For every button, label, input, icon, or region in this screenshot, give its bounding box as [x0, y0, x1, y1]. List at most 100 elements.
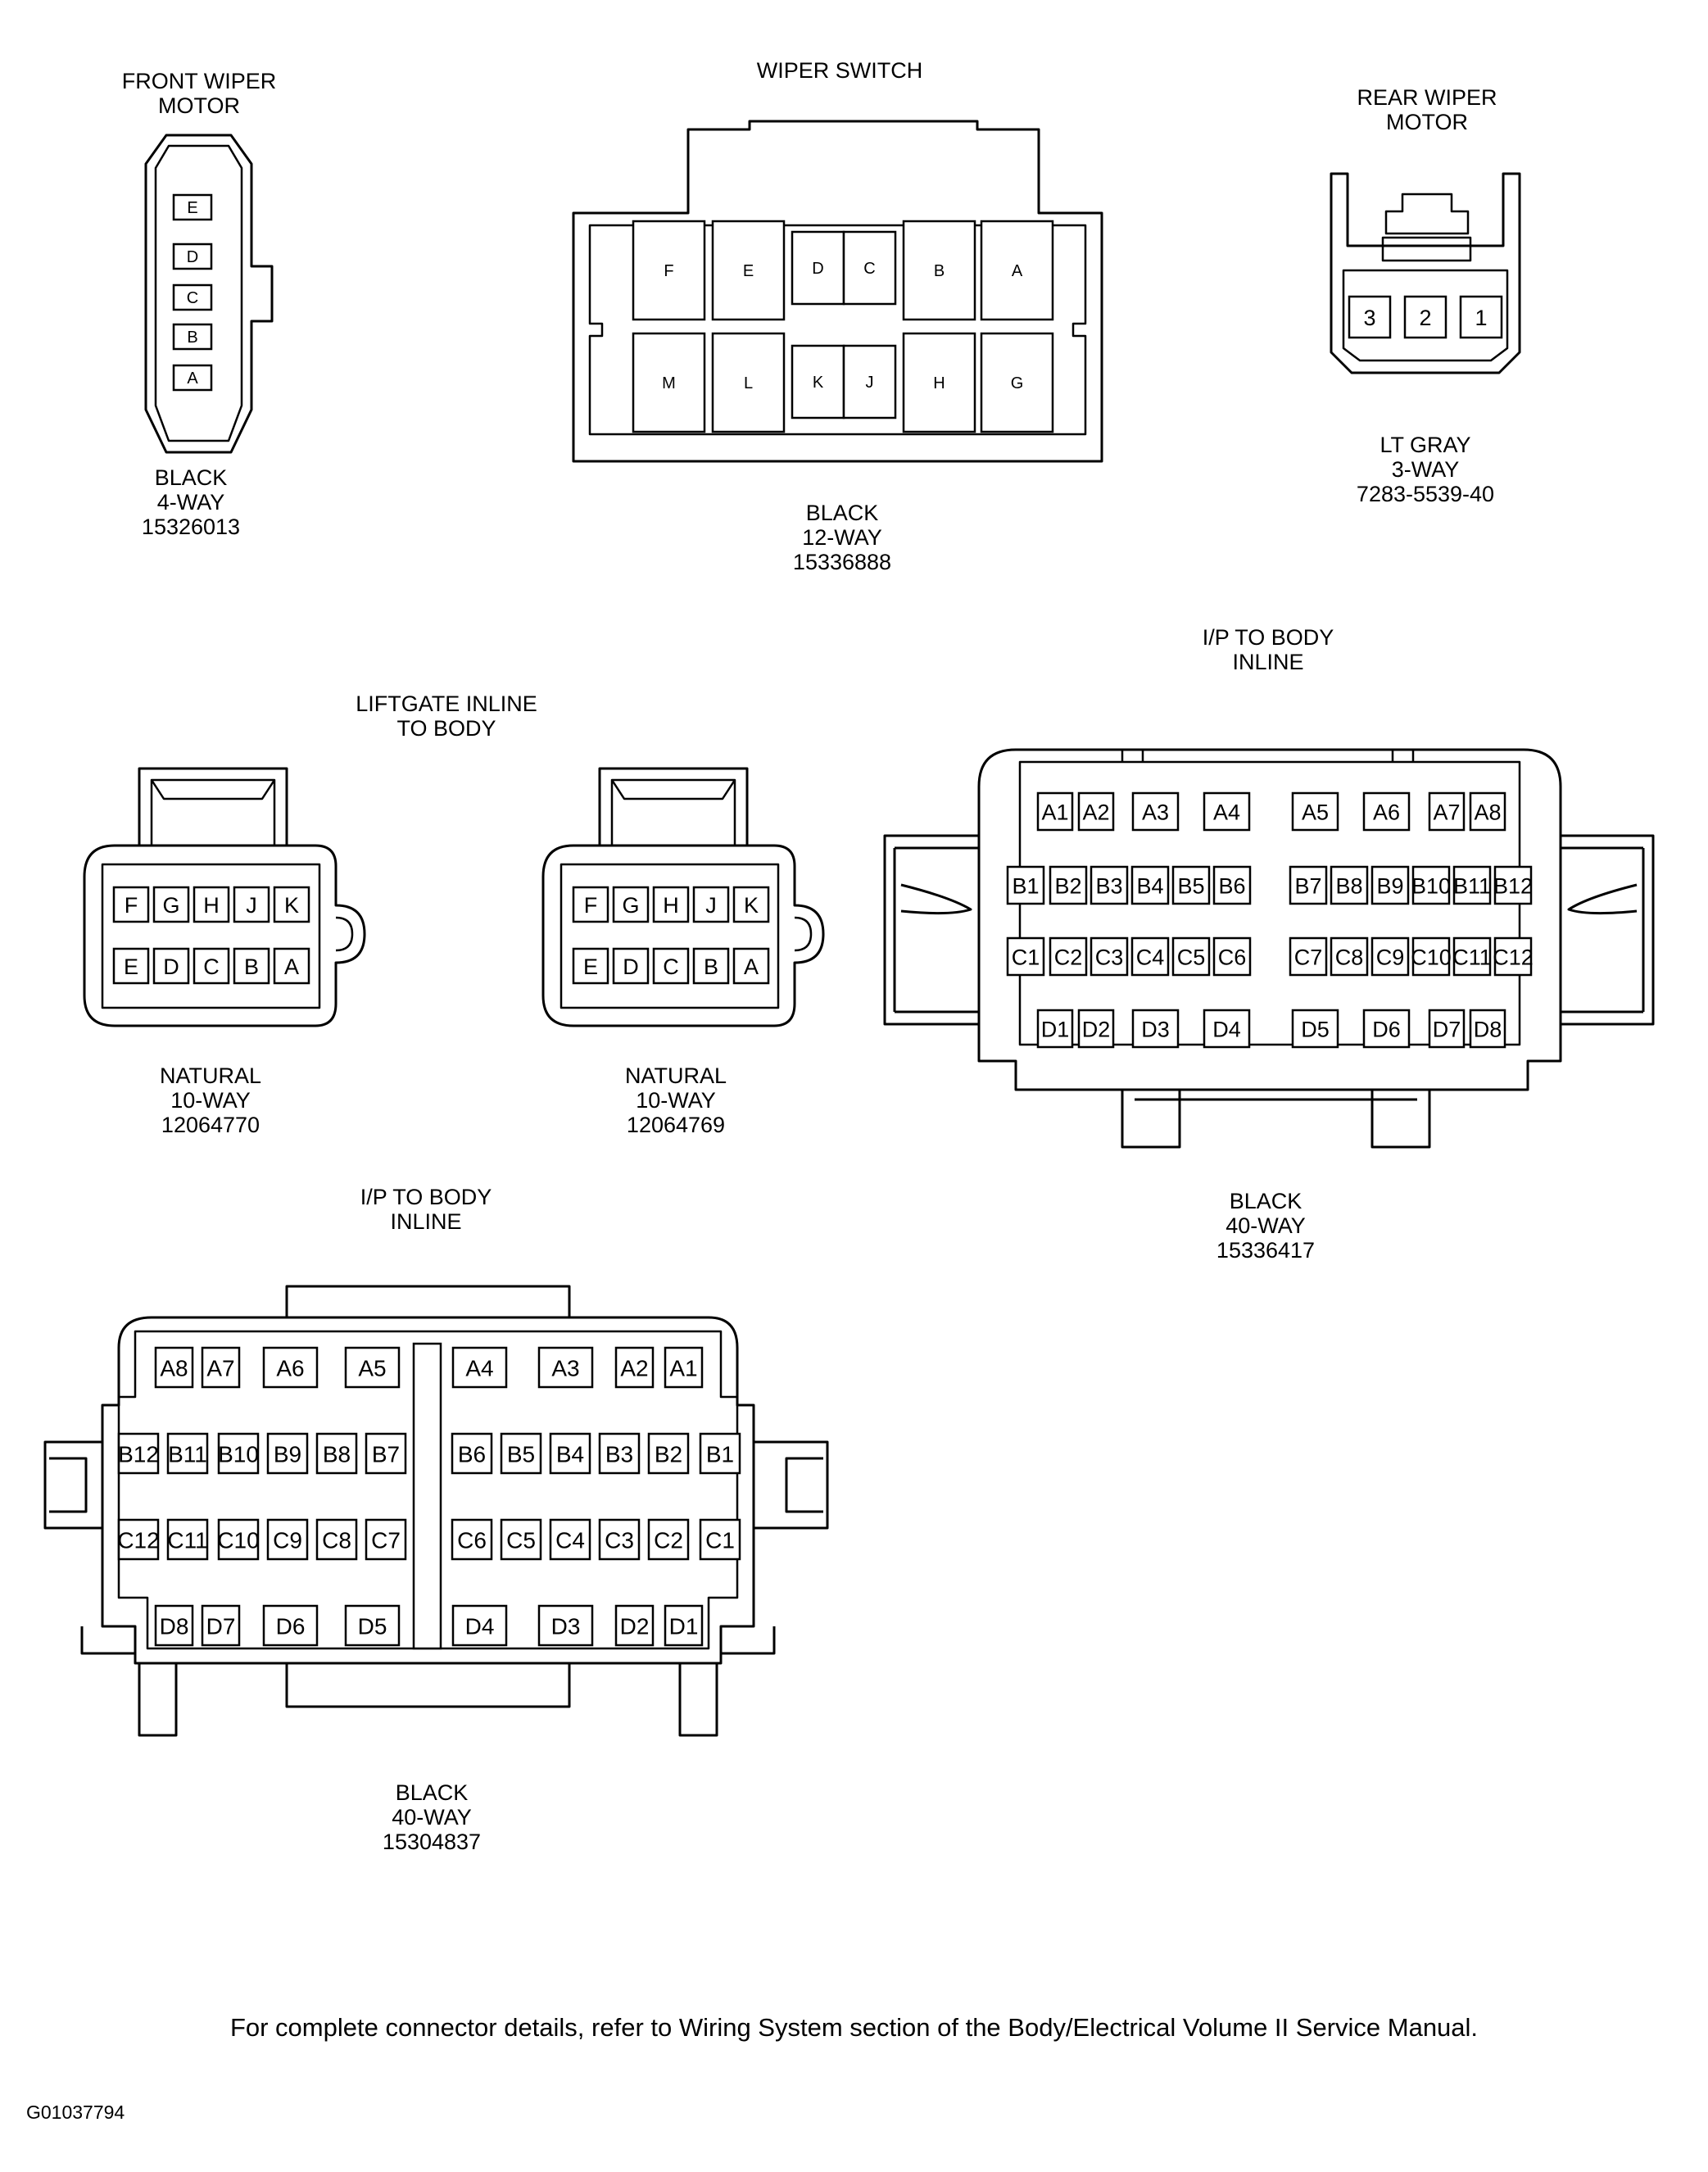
ip-body-right-left-latch — [883, 834, 979, 1026]
ip-body-left-housing — [101, 1316, 755, 1665]
ip-body-left-pin-b2: B2 — [655, 1442, 682, 1467]
ip-body-left-pin-b10: B10 — [218, 1442, 259, 1467]
ip-body-right-pin-c5: C5 — [1177, 945, 1206, 970]
ip-body-left-center-divider — [412, 1342, 442, 1650]
ip-body-right-pin-b5: B5 — [1177, 874, 1204, 899]
ip-body-left-part-number: 15304837 — [383, 1830, 481, 1854]
front-wiper-motor-pin-e: E — [187, 199, 197, 217]
ip-body-right-pin-d6-cavity — [1362, 1009, 1411, 1049]
ip-body-left-pin-c7: C7 — [371, 1528, 401, 1553]
liftgate-left-pin-h: H — [203, 893, 220, 918]
ip-body-left-pin-a4-cavity — [451, 1346, 508, 1389]
rear-wiper-motor-ways: 3-WAY — [1392, 457, 1460, 482]
rear-wiper-motor-pin-3: 3 — [1363, 306, 1375, 330]
ip-body-right-pin-b2-cavity — [1049, 865, 1088, 905]
ip-body-left-pin-b10-cavity — [217, 1432, 260, 1475]
ip-body-right-pin-d5-cavity — [1291, 1009, 1339, 1049]
liftgate-right-pin-b: B — [704, 955, 718, 979]
ip-body-left-pin-c5-cavity — [500, 1518, 542, 1561]
ip-body-left-pin-a5-cavity — [344, 1346, 401, 1389]
ip-body-right-pin-c12: C12 — [1493, 945, 1534, 970]
liftgate-left-pin-c-cavity — [193, 947, 230, 985]
liftgate-right-pin-c: C — [663, 955, 679, 979]
wiper-switch-pin-j: J — [866, 374, 874, 392]
ip-body-right-pin-a1-cavity — [1036, 791, 1074, 832]
liftgate-left-pin-k-cavity — [273, 886, 310, 923]
rear-wiper-motor-pin-1-cavity — [1459, 295, 1503, 339]
ip-body-left-pin-c11-cavity — [166, 1518, 209, 1561]
ip-body-left-pin-a2: A2 — [620, 1356, 648, 1381]
ip-body-left-pin-a8-cavity — [154, 1346, 194, 1389]
ip-body-right-pin-d5: D5 — [1301, 1018, 1330, 1042]
ip-body-left-pin-c3-cavity — [598, 1518, 641, 1561]
ip-body-right-pin-b4: B4 — [1136, 874, 1163, 899]
ip-body-right-pin-b5-cavity — [1171, 865, 1211, 905]
ip-body-left-pin-b4: B4 — [556, 1442, 584, 1467]
liftgate-right-pin-h-cavity — [652, 886, 690, 923]
ip-body-left-top-cover — [285, 1285, 571, 1317]
ip-body-left-pin-d7-cavity — [201, 1604, 241, 1647]
ip-body-left-pin-a5: A5 — [358, 1356, 386, 1381]
ip-body-right-title-2: INLINE — [1232, 650, 1303, 674]
front-wiper-motor-pin-a-cavity — [172, 364, 213, 392]
ip-body-right-pin-c4-cavity — [1130, 936, 1170, 977]
ip-body-right-pin-c11: C11 — [1452, 945, 1492, 970]
front-wiper-motor-pin-d-cavity — [172, 243, 213, 270]
wiper-switch-pin-b-cavity — [902, 220, 976, 321]
front-wiper-motor-pin-c-cavity — [172, 283, 213, 311]
ip-body-right-pin-c1-cavity — [1006, 936, 1045, 977]
ip-body-left-pin-c2-cavity — [647, 1518, 690, 1561]
liftgate-right-pin-g: G — [622, 893, 639, 918]
ip-body-left-pin-c3: C3 — [605, 1528, 634, 1553]
ip-body-right-pin-d7: D7 — [1433, 1018, 1461, 1042]
ip-body-right-pin-a8: A8 — [1474, 800, 1501, 825]
wiper-switch-pin-h: H — [933, 374, 945, 392]
ip-body-right-pin-b11-cavity — [1452, 865, 1492, 905]
wiper-switch-part-number: 15336888 — [793, 550, 891, 574]
liftgate-left-pin-g: G — [162, 893, 179, 918]
ip-body-right-pin-b7: B7 — [1294, 874, 1321, 899]
ip-body-right-pin-b11: B11 — [1453, 874, 1491, 899]
wiper-switch-pin-f-cavity — [632, 220, 706, 321]
front-wiper-motor-title-2: MOTOR — [158, 93, 240, 118]
liftgate-right-inner — [560, 863, 813, 1009]
ip-body-left-pin-c4: C4 — [555, 1528, 585, 1553]
liftgate-left-pin-e: E — [124, 955, 138, 979]
ip-body-left-ways: 40-WAY — [392, 1805, 472, 1830]
liftgate-right-color: NATURAL — [625, 1063, 727, 1088]
liftgate-right-pin-j-cavity — [692, 886, 730, 923]
liftgate-right-pin-k-cavity — [732, 886, 770, 923]
wiper-switch-pin-l-cavity — [711, 332, 786, 433]
ip-body-right-pin-b2: B2 — [1054, 874, 1081, 899]
liftgate-left-pin-d: D — [163, 955, 179, 979]
liftgate-right-pin-c-cavity — [652, 947, 690, 985]
liftgate-left-pin-c: C — [203, 955, 220, 979]
rear-wiper-motor-housing — [1330, 172, 1521, 374]
ip-body-right-pin-d2: D2 — [1082, 1018, 1111, 1042]
ip-body-left-pin-d4: D4 — [465, 1614, 495, 1639]
front-wiper-motor-color: BLACK — [155, 465, 228, 490]
ip-body-right-color: BLACK — [1230, 1189, 1303, 1213]
ip-body-right-pin-a8-cavity — [1469, 791, 1506, 832]
liftgate-right-pin-a: A — [744, 955, 759, 979]
ip-body-left-pin-d1-cavity — [664, 1604, 704, 1647]
liftgate-right-pin-j: J — [705, 893, 717, 918]
wiper-switch-pin-j-cavity — [842, 344, 897, 419]
ip-body-right-pin-a6-cavity — [1362, 791, 1411, 832]
wiper-switch-pin-m: M — [662, 374, 676, 392]
ip-body-right-pin-d8-cavity — [1469, 1009, 1506, 1049]
ip-body-right-pin-d4: D4 — [1212, 1018, 1241, 1042]
ip-body-left-pin-c8: C8 — [322, 1528, 351, 1553]
wiper-switch-color: BLACK — [806, 501, 879, 525]
liftgate-left-part-number: 12064770 — [161, 1113, 260, 1137]
ip-body-left-pin-a3-cavity — [537, 1346, 594, 1389]
liftgate-left-latch-inner — [150, 778, 276, 846]
ip-body-right-part-number: 15336417 — [1216, 1238, 1315, 1263]
figure-id: G01037794 — [26, 2102, 125, 2123]
wiper-switch-pin-m-cavity — [632, 332, 706, 433]
ip-body-left-pin-a4: A4 — [465, 1356, 493, 1381]
